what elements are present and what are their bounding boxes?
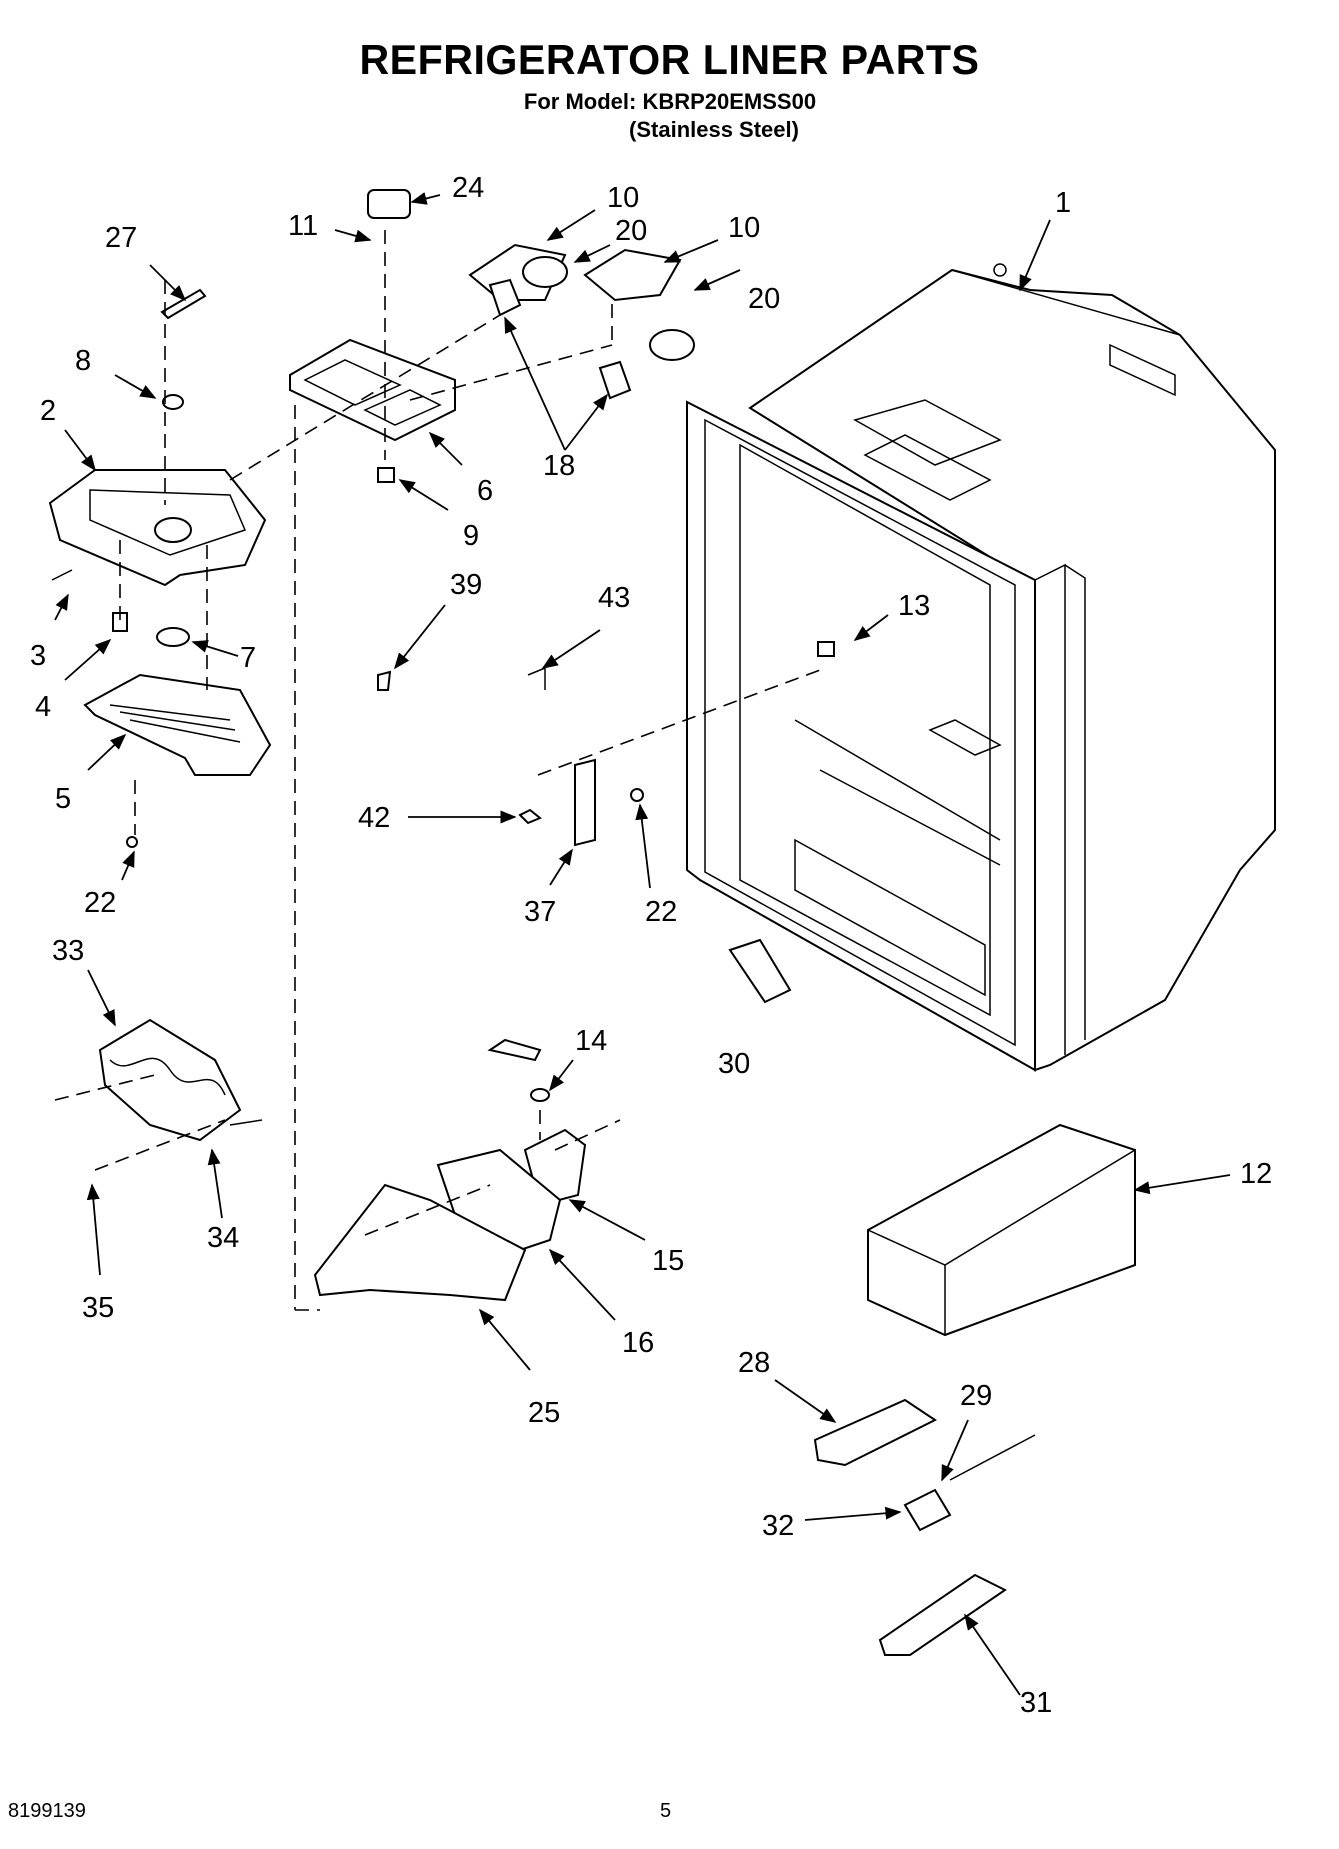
- callout-12: 12: [1240, 1158, 1272, 1190]
- light-shield-part: [83, 673, 272, 776]
- model-line: For Model: KBRP20EMSS00: [523, 89, 817, 114]
- callout-43: 43: [598, 582, 630, 614]
- callout-25: 25: [528, 1397, 560, 1429]
- callout-29: 29: [960, 1380, 992, 1412]
- callout-15: 15: [652, 1245, 684, 1277]
- callout-11: 11: [288, 210, 318, 242]
- refrigerator-liner: [686, 263, 1276, 1072]
- callout-35: 35: [82, 1292, 114, 1324]
- assembly-lines: [54, 230, 821, 1311]
- callout-22a: 22: [84, 887, 116, 919]
- callout-9: 9: [463, 520, 479, 552]
- callout-39: 39: [450, 569, 482, 601]
- callout-20b: 20: [748, 283, 780, 315]
- callout-10a: 10: [607, 182, 639, 214]
- callout-31: 31: [1020, 1687, 1052, 1719]
- callout-30: 30: [718, 1048, 750, 1080]
- callout-33: 33: [52, 935, 84, 967]
- filter-part: [728, 938, 792, 1004]
- callout-labels: 1 2 3 4 5 6 7 8 9 10 10 11 12 13 14 15 1…: [30, 172, 1272, 1719]
- callout-2: 2: [40, 395, 56, 427]
- lower-housing-parts: [313, 1038, 587, 1302]
- callout-14: 14: [575, 1025, 607, 1057]
- callout-28: 28: [738, 1347, 770, 1379]
- callout-18: 18: [543, 450, 575, 482]
- callout-4: 4: [35, 691, 51, 723]
- page-number: 5: [660, 1800, 672, 1822]
- heater-parts: [98, 1018, 263, 1142]
- callout-16: 16: [622, 1327, 654, 1359]
- callout-1: 1: [1055, 187, 1071, 219]
- callout-27: 27: [105, 222, 137, 254]
- bulb-and-socket-parts: [488, 256, 695, 400]
- page-title: REFRIGERATOR LINER PARTS: [359, 36, 980, 83]
- callout-6: 6: [477, 475, 493, 507]
- callout-20a: 20: [615, 215, 647, 247]
- bin-part: [867, 1123, 1136, 1337]
- switch-part: [367, 189, 411, 219]
- model-subtitle: For Model: KBRP20EMSS00 (Stainless Steel…: [500, 88, 840, 144]
- callout-22b: 22: [645, 896, 677, 928]
- light-housing-part: [48, 469, 267, 587]
- callout-37: 37: [524, 896, 556, 928]
- light-plate-part: [289, 338, 456, 442]
- leader-lines: [54, 192, 1231, 1696]
- callout-42: 42: [358, 802, 390, 834]
- callout-34: 34: [207, 1222, 239, 1254]
- callout-5: 5: [55, 783, 71, 815]
- callout-32: 32: [762, 1510, 794, 1542]
- callout-8: 8: [75, 345, 91, 377]
- callout-10b: 10: [728, 212, 760, 244]
- finish-line: (Stainless Steel): [629, 117, 799, 142]
- document-number: 8199139: [8, 1800, 86, 1822]
- callout-3: 3: [30, 640, 46, 672]
- callout-13: 13: [898, 590, 930, 622]
- callout-24: 24: [452, 172, 484, 204]
- lower-right-parts: [813, 1398, 1036, 1656]
- callout-7: 7: [240, 642, 256, 674]
